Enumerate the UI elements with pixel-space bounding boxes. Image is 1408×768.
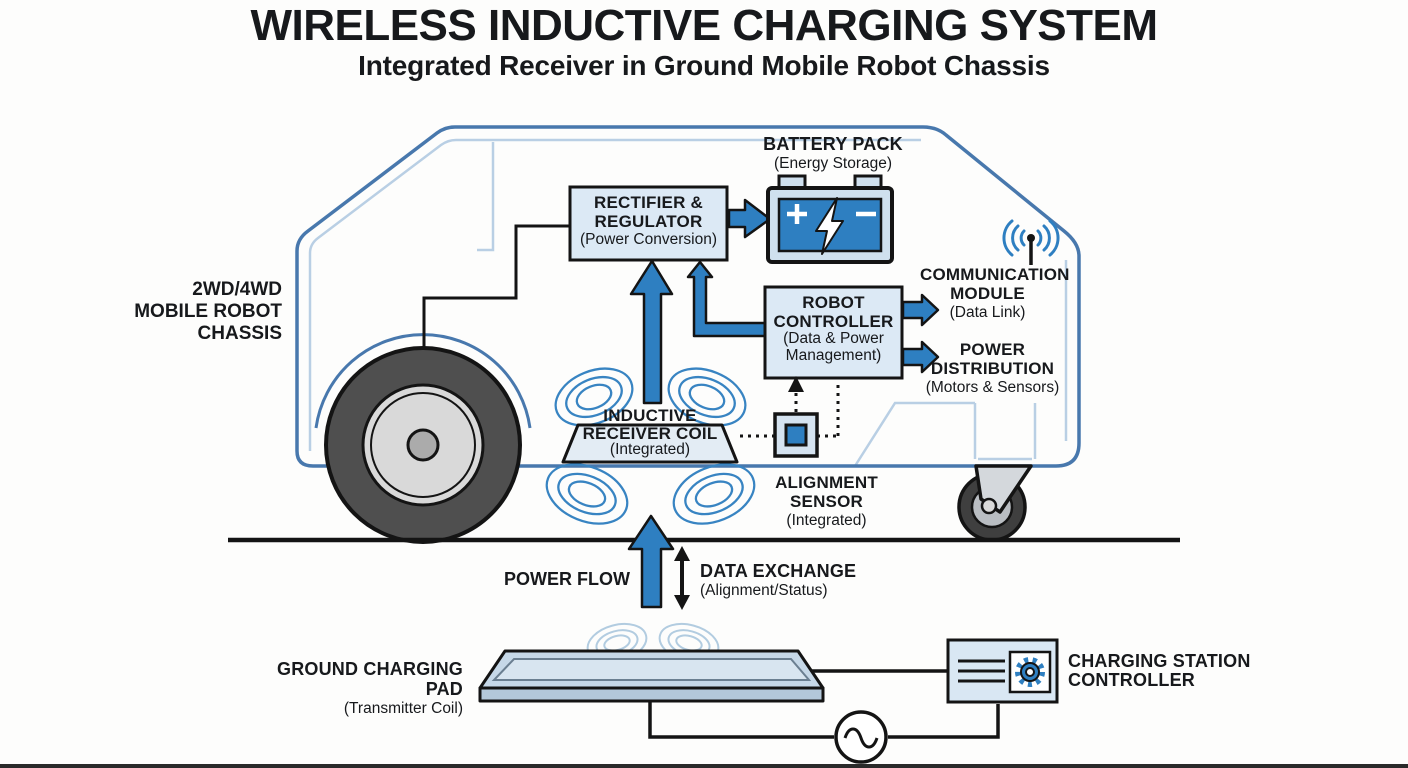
distribution-line2: DISTRIBUTION [930, 359, 1055, 378]
receiver-coil-label: INDUCTIVE RECEIVER COIL (Integrated) [555, 407, 745, 458]
sensor-line1: ALIGNMENT [775, 473, 878, 492]
robot-controller-label: ROBOT CONTROLLER (Data & Power Managemen… [765, 293, 902, 364]
image-bottom-edge [0, 764, 1408, 768]
rectifier-box [568, 185, 729, 262]
gear-icon [1008, 650, 1052, 694]
page-title: WIRELESS INDUCTIVE CHARGING SYSTEM [250, 1, 1158, 50]
battery-title: BATTERY PACK [763, 134, 903, 154]
power-arrow-coil-to-rectifier [629, 259, 674, 405]
drive-wheel [324, 346, 522, 544]
rectifier-line3: (Power Conversion) [580, 231, 717, 248]
ac-source-icon [834, 710, 888, 764]
communication-line1: COMMUNICATION [920, 265, 1070, 284]
alignment-sensor-icon [773, 412, 819, 458]
receiver-coil-plate [561, 423, 739, 464]
chassis-inner-outline [308, 138, 1068, 467]
power-flow-label: POWER FLOW [504, 569, 630, 589]
caster-wheel [957, 464, 1033, 542]
receiver-coil-line1: INDUCTIVE [603, 406, 697, 425]
page-subtitle: Integrated Receiver in Ground Mobile Rob… [358, 50, 1050, 81]
power-distribution-label: POWER DISTRIBUTION (Motors & Sensors) [925, 340, 1060, 397]
battery-label: BATTERY PACK (Energy Storage) [733, 134, 933, 172]
data-exchange-label: DATA EXCHANGE (Alignment/Status) [700, 562, 920, 600]
chassis-label-line2: MOBILE ROBOT [134, 301, 282, 322]
controller-line3: (Data & Power [783, 330, 884, 347]
data-exchange-line2: (Alignment/Status) [700, 582, 828, 599]
controller-line2: CONTROLLER [773, 312, 894, 331]
controller-line1: ROBOT [802, 293, 865, 312]
arrow-to-communication [901, 293, 940, 327]
controller-line4: Management) [785, 346, 882, 364]
distribution-line1: POWER [959, 340, 1026, 359]
chassis-outline [295, 125, 1081, 468]
battery-plus-icon [787, 204, 807, 224]
communication-label: COMMUNICATION MODULE (Data Link) [920, 265, 1070, 322]
station-line2: CONTROLLER [1068, 670, 1195, 690]
data-exchange-arrow [674, 546, 690, 610]
text-lines-icon [958, 659, 1005, 683]
sensor-arrow-head [788, 376, 804, 392]
charging-pad-label: GROUND CHARGING PAD (Transmitter Coil) [235, 659, 463, 719]
charging-station-box [946, 638, 1059, 704]
communication-line2: MODULE [950, 284, 1025, 303]
arrow-to-distribution [901, 340, 940, 374]
chassis-label-line3: CHASSIS [197, 323, 282, 344]
charging-pad-line2: (Transmitter Coil) [343, 700, 463, 717]
chassis-label-line1: 2WD/4WD [192, 279, 282, 300]
charging-pad [478, 622, 825, 703]
magnetic-field-loops-icon [545, 367, 756, 525]
alignment-sensor-label: ALIGNMENT SENSOR (Integrated) [750, 473, 903, 530]
communication-line3: (Data Link) [949, 304, 1026, 321]
receiver-coil-line3: (Integrated) [609, 441, 691, 458]
battery-icon [766, 174, 894, 264]
robot-controller-box [763, 285, 904, 380]
motor-power-wire [422, 224, 570, 352]
distribution-line3: (Motors & Sensors) [925, 379, 1060, 396]
chassis-label: 2WD/4WD MOBILE ROBOT CHASSIS [80, 279, 282, 345]
battery-bolt-icon [815, 197, 844, 255]
receiver-coil-line2: RECEIVER COIL [582, 423, 718, 443]
rectifier-label: RECTIFIER & REGULATOR (Power Conversion) [570, 193, 727, 248]
data-exchange-line1: DATA EXCHANGE [700, 561, 857, 581]
sensor-line2: SENSOR [790, 492, 863, 511]
arrow-controller-to-rectifier [686, 260, 767, 338]
charging-station-label: CHARGING STATION CONTROLLER [1068, 652, 1298, 690]
station-line1: CHARGING STATION [1068, 651, 1251, 671]
power-flow-arrow [627, 514, 675, 609]
rectifier-line2: REGULATOR [594, 212, 703, 231]
sensor-line3: (Integrated) [786, 512, 867, 529]
rectifier-line1: RECTIFIER & [594, 193, 703, 212]
wireless-antenna-icon [1002, 219, 1060, 265]
arrow-rectifier-to-battery [727, 198, 772, 239]
battery-subtitle: (Energy Storage) [773, 154, 893, 172]
station-wiring [648, 669, 1000, 739]
charging-pad-line1: GROUND CHARGING PAD [277, 659, 463, 699]
sensor-data-links [737, 381, 840, 438]
